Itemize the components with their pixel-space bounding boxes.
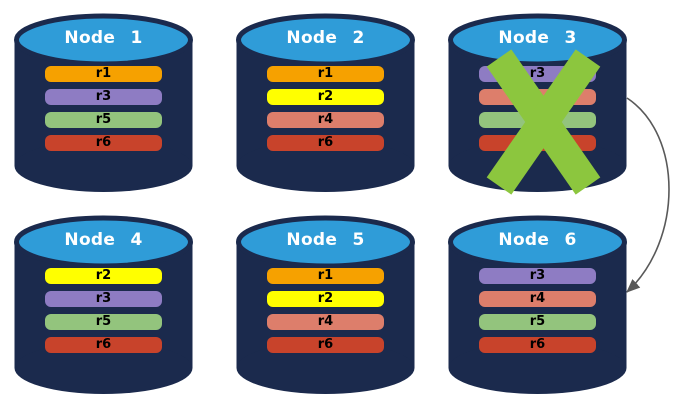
record-label: r6 [95,337,112,352]
record-bar-r2: r2 [45,268,162,284]
record-bar-r5: r5 [45,112,162,128]
node-title: Node 6 [498,230,577,250]
node-title: Node 4 [64,230,143,250]
node-3: Node 3 r3 [446,8,629,198]
node-title: Node 1 [64,28,143,48]
record-label: r3 [529,66,546,81]
record-label: r6 [529,337,546,352]
node-2: Node 2 r1 r2 r4 r6 [234,8,417,198]
record-label: r5 [95,112,112,127]
record-bar-r5: r5 [479,314,596,330]
record-label: r2 [317,89,334,104]
database-cylinder-icon [236,13,415,192]
arrow-curve [626,97,670,293]
record-label: r2 [317,291,334,306]
record-bar-r6: r6 [45,135,162,151]
record-label: r3 [529,268,546,283]
record-bar-r2: r2 [267,89,384,105]
record-bar-r4: r4 [267,112,384,128]
record-bar-r2: r2 [267,291,384,307]
record-list: r1 r2 r4 r6 [234,8,417,198]
record-list: r3 r4 r5 r6 [446,210,629,400]
record-label: r4 [529,291,546,306]
record-label: r6 [317,337,334,352]
record-list: r1 r2 r4 r6 [234,210,417,400]
record-bar-r4: r4 [267,314,384,330]
record-bar-r1: r1 [45,66,162,82]
record-bar-r1: r1 [267,66,384,82]
record-label: r1 [95,66,112,81]
record-label: r3 [95,291,112,306]
record-label: r5 [95,314,112,329]
node-title: Node 3 [498,28,577,48]
node-5: Node 5 r1 r2 r4 r6 [234,210,417,400]
record-bar-r6: r6 [267,337,384,353]
record-label: r6 [95,135,112,150]
record-list: r2 r3 r5 r6 [12,210,195,400]
record-label: r5 [529,314,546,329]
record-label: r4 [317,112,334,127]
record-label: r3 [95,89,112,104]
record-bar-r6: r6 [45,337,162,353]
record-bar-r3: r3 [45,89,162,105]
record-bar-r6: r6 [479,337,596,353]
node-1: Node 1 r1 r3 r5 r6 [12,8,195,198]
record-bar-r4: r4 [479,291,596,307]
record-list: r1 r3 r5 r6 [12,8,195,198]
record-label: r6 [317,135,334,150]
record-bar-r3: r3 [479,268,596,284]
record-bar-r6: r6 [267,135,384,151]
record-bar-r3: r3 [45,291,162,307]
record-label: r1 [317,66,334,81]
record-bar-r5: r5 [45,314,162,330]
node-title: Node 2 [286,28,365,48]
failure-x-icon [486,49,601,195]
node-title: Node 5 [286,230,365,250]
node-4: Node 4 r2 r3 r5 r6 [12,210,195,400]
record-bar-r1: r1 [267,268,384,284]
record-label: r2 [95,268,112,283]
node-6: Node 6 r3 r4 r5 r6 [446,210,629,400]
record-label: r4 [317,314,334,329]
record-label: r1 [317,268,334,283]
